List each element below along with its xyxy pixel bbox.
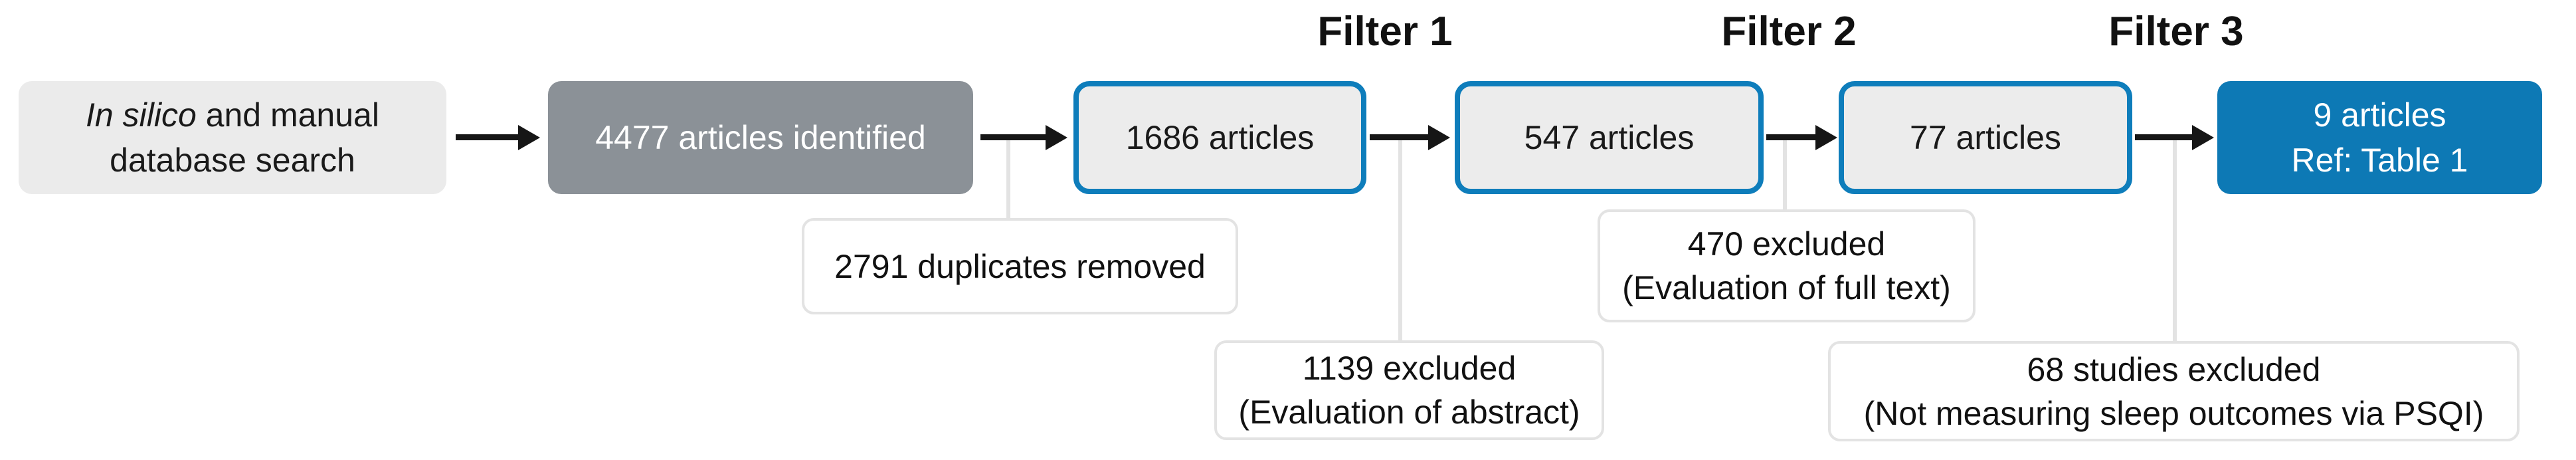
arrow-2-line (980, 134, 1047, 140)
arrow-5-head-icon (2192, 125, 2214, 150)
connector-duplicates (1006, 137, 1010, 221)
stage3-box-label: 77 articles (1910, 119, 2061, 156)
final-box-line2: Ref: Table 1 (2291, 142, 2468, 179)
final-box-line1: 9 articles (2313, 96, 2446, 134)
arrow-2-head-icon (1046, 125, 1067, 150)
connector-psqi (2173, 137, 2177, 344)
source-box-italic-text: In silico (86, 96, 197, 134)
callout-psqi-line1: 68 studies excluded (2027, 350, 2321, 388)
callout-duplicates-line1: 2791 duplicates removed (834, 247, 1206, 285)
callout-duplicates: 2791 duplicates removed (802, 218, 1238, 314)
connector-fulltext (1783, 137, 1787, 212)
callout-psqi-line2: (Not measuring sleep outcomes via PSQI) (1863, 394, 2484, 432)
stage2-box-label: 547 articles (1524, 119, 1695, 156)
stage2-box: 547 articles (1455, 81, 1764, 194)
arrow-3-line (1370, 134, 1429, 140)
stage1-box-label: 1686 articles (1125, 119, 1315, 156)
filter-1-label: Filter 1 (1317, 9, 1453, 55)
source-box: In silico and manual database search (19, 81, 446, 194)
arrow-4-head-icon (1815, 125, 1837, 150)
source-box-rest-text: and manual (196, 96, 379, 134)
source-box-line1: In silico and manual (86, 92, 379, 138)
callout-abstract-line1: 1139 excluded (1302, 350, 1517, 387)
arrow-4-line (1766, 134, 1817, 140)
identified-box-label: 4477 articles identified (595, 119, 926, 156)
source-box-line2: database search (110, 142, 355, 179)
arrow-1-line (456, 134, 519, 140)
filter-2-label: Filter 2 (1721, 9, 1857, 55)
callout-abstract: 1139 excluded (Evaluation of abstract) (1214, 340, 1604, 440)
connector-abstract (1398, 137, 1402, 343)
callout-abstract-line2: (Evaluation of abstract) (1238, 394, 1580, 431)
filter-3-label: Filter 3 (2108, 9, 2244, 55)
callout-fulltext-line1: 470 excluded (1687, 225, 1886, 263)
identified-box: 4477 articles identified (548, 81, 973, 194)
stage1-box: 1686 articles (1073, 81, 1366, 194)
callout-fulltext: 470 excluded (Evaluation of full text) (1598, 209, 1976, 322)
callout-psqi: 68 studies excluded (Not measuring sleep… (1828, 341, 2520, 441)
callout-fulltext-line2: (Evaluation of full text) (1622, 269, 1951, 306)
final-box: 9 articles Ref: Table 1 (2217, 81, 2542, 194)
arrow-3-head-icon (1428, 125, 1450, 150)
arrow-1-head-icon (518, 125, 540, 150)
stage3-box: 77 articles (1839, 81, 2132, 194)
arrow-5-line (2135, 134, 2193, 140)
